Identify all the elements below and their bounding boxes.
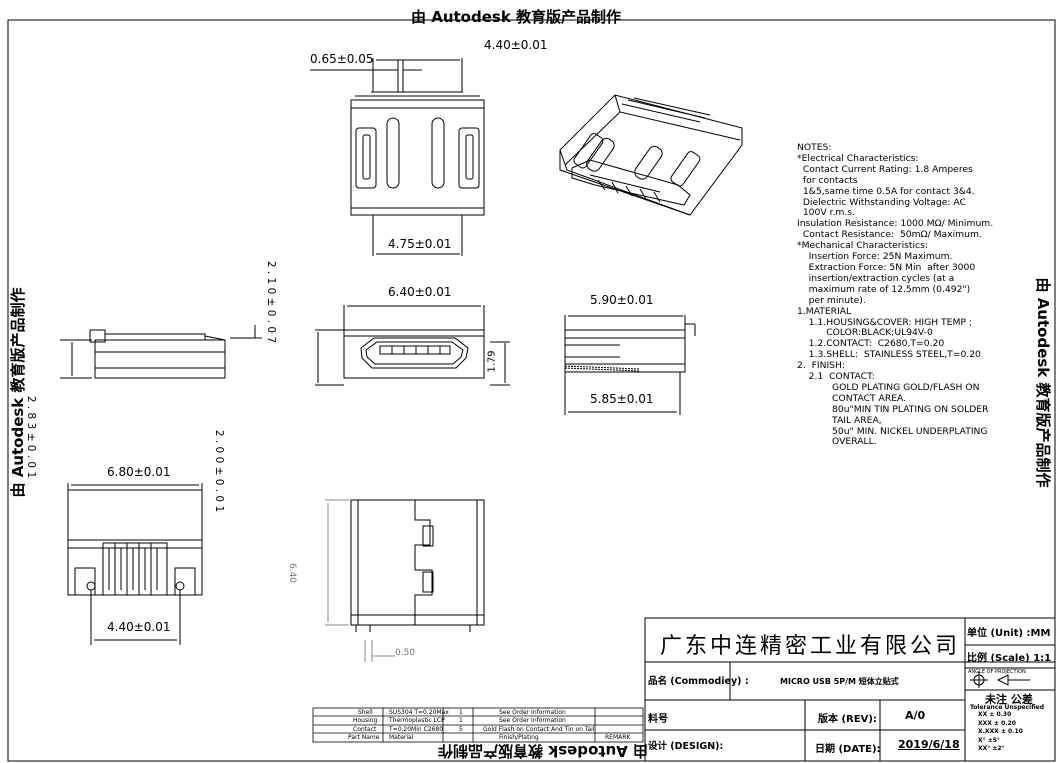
notes-line: GOLD PLATING GOLD/FLASH ON bbox=[797, 381, 980, 393]
dim-side-top: 5.90±0.01 bbox=[590, 293, 654, 307]
dim-bottom-width: 6.80±0.01 bbox=[107, 465, 171, 479]
company-name: 广东中连精密工业有限公司 bbox=[660, 634, 961, 659]
table-cell: Part Name bbox=[348, 734, 380, 741]
notes-line: Contact Current Rating: 1.8 Amperes bbox=[797, 163, 973, 175]
notes-line: CONTACT AREA. bbox=[797, 392, 907, 404]
sheet-border bbox=[7, 19, 1056, 762]
table-cell: See Order Information bbox=[499, 717, 566, 724]
dim-top-width: 4.40±0.01 bbox=[484, 38, 548, 52]
table-cell: Thermoplastic LCP bbox=[389, 717, 445, 724]
notes-line: 2.1 CONTACT: bbox=[797, 371, 875, 383]
front-view bbox=[315, 305, 510, 386]
scale-label: 比例 (Scale) 1:1 bbox=[967, 653, 1052, 664]
notes-line: 1.3.SHELL: STAINLESS STEEL,T=0.20 bbox=[797, 349, 981, 361]
notes-line: COLOR:BLACK;UL94V-0 bbox=[797, 327, 933, 339]
notes-line: OVERALL. bbox=[797, 436, 877, 448]
notes-line: 50u" MIN. NICKEL UNDERPLATING bbox=[797, 425, 988, 437]
version-value: A/0 bbox=[905, 709, 926, 722]
part-number-label: 料号 bbox=[648, 714, 668, 725]
notes-line: *Electrical Characteristics: bbox=[797, 152, 919, 164]
tolerance-row: XXX ± 0.20 bbox=[978, 719, 1016, 727]
table-cell: Gold Flash on Contact And Tin on Tail bbox=[483, 726, 595, 733]
notes-line: Dielectric Withstanding Voltage: AC bbox=[797, 196, 966, 208]
unit-label: 单位 (Unit) :MM bbox=[967, 628, 1051, 639]
dim-right-view-bottom: 0.50 bbox=[395, 648, 416, 658]
notes-line: 2. FINISH: bbox=[797, 360, 846, 372]
watermark-bottom: 由 Autodesk 教育版产品制作 bbox=[438, 742, 649, 760]
tolerance-row: X° ±5° bbox=[978, 736, 1000, 744]
notes-line: 1.2.CONTACT: C2680,T=0.20 bbox=[797, 338, 945, 350]
table-cell: See Order Information bbox=[499, 709, 566, 716]
tolerance-sub: Tolerance Unspecified bbox=[970, 704, 1045, 711]
left-view bbox=[60, 325, 262, 379]
notes-line: *Mechanical Characteristics: bbox=[797, 240, 928, 252]
tolerance-row: XX ± 0.30 bbox=[978, 711, 1012, 718]
table-cell: Material bbox=[389, 734, 414, 741]
side-view bbox=[564, 315, 696, 415]
dim-side-bottom: 5.85±0.01 bbox=[590, 392, 654, 406]
dim-bottom-mid-vertical: 2 . 0 0 ± 0 . 0 1 bbox=[213, 429, 226, 513]
dim-front-height: 1.79 bbox=[486, 350, 498, 373]
notes-block: NOTES:*Electrical Characteristics: Conta… bbox=[797, 142, 1015, 448]
dim-bottom-pins: 4.40±0.01 bbox=[107, 620, 171, 634]
date-label: 日期 (DATE): bbox=[815, 744, 881, 755]
tolerance-row: X.XXX ± 0.10 bbox=[978, 728, 1023, 735]
notes-line: 1.MATERIAL bbox=[797, 305, 852, 317]
table-cell: Housing bbox=[353, 717, 378, 724]
notes-line: 80u"MIN TIN PLATING ON SOLDER bbox=[797, 403, 989, 415]
bottom-view bbox=[67, 483, 203, 645]
dim-front-width: 6.40±0.01 bbox=[388, 285, 452, 299]
tolerance-row: XX° ±2° bbox=[978, 745, 1005, 752]
top-view bbox=[310, 58, 485, 256]
table-cell: 5 bbox=[459, 726, 463, 733]
tolerance-rows: XX ± 0.30 XXX ± 0.20 X.XXX ± 0.10 X° ±5°… bbox=[978, 711, 1023, 754]
notes-line: TAIL AREA, bbox=[797, 414, 882, 426]
table-cell: Finish/Plating bbox=[499, 734, 539, 741]
projection-label: ANGLE OF PROJECTION bbox=[968, 669, 1026, 675]
notes-line: 1&5,same time 0.5A for contact 3&4. bbox=[797, 185, 975, 197]
dim-right-view-height: 6.40 bbox=[287, 562, 298, 584]
table-cell: Shell bbox=[358, 709, 373, 716]
parts-table-frame bbox=[312, 707, 644, 743]
table-cell: 1 bbox=[459, 717, 463, 724]
table-cell: Contact bbox=[353, 726, 377, 733]
right-elevation-view bbox=[325, 499, 485, 662]
date-value: 2019/6/18 bbox=[898, 738, 960, 751]
dim-top-pitch: 0.65±0.05 bbox=[310, 52, 374, 66]
commodity-value: MICRO USB 5P/M 短体立贴式 bbox=[780, 677, 899, 686]
tolerance-title: 未注 公差 bbox=[985, 693, 1033, 706]
notes-line: 1.1.HOUSING&COVER: HIGH TEMP ; bbox=[797, 316, 972, 328]
watermark-right: 由 Autodesk 教育版产品制作 bbox=[1034, 277, 1052, 488]
notes-line: per minute). bbox=[797, 294, 866, 306]
notes-line: maximum rate of 12.5mm (0.492") bbox=[797, 283, 971, 295]
notes-line: insertion/extraction cycles (at a bbox=[797, 272, 955, 284]
table-cell: SUS304 T=0.20Max bbox=[389, 709, 449, 716]
notes-line: Insertion Force: 25N Maximum. bbox=[797, 251, 953, 263]
watermark-top: 由 Autodesk 教育版产品制作 bbox=[411, 8, 622, 26]
dim-front-left-vertical: 2 . 1 0 ± 0 . 0 7 bbox=[265, 260, 278, 344]
notes-line: Contact Resistance: 50mΩ/ Maximum. bbox=[797, 229, 982, 241]
notes-line: NOTES: bbox=[797, 142, 832, 153]
notes-line: Insulation Resistance: 1000 MΩ/ Minimum. bbox=[797, 218, 994, 230]
dim-top-inner: 4.75±0.01 bbox=[388, 237, 452, 251]
table-remark: REMARK bbox=[605, 734, 631, 741]
table-cell: T=0.20Min C2680 bbox=[389, 726, 444, 733]
title-block-frame bbox=[644, 617, 1056, 762]
dim-left-vertical: 2 . 8 3 ± 0 . 0 1 bbox=[25, 395, 38, 479]
table-cell: 1 bbox=[459, 709, 463, 716]
isometric-view bbox=[559, 94, 743, 216]
commodity-label: 品名 (Commodiey) : bbox=[648, 676, 749, 687]
notes-line: Extraction Force: 5N Min after 3000 bbox=[797, 261, 976, 273]
notes-line: for contacts bbox=[797, 174, 858, 186]
version-label: 版本 (REV): bbox=[818, 714, 877, 725]
notes-line: 100V r.m.s. bbox=[797, 207, 856, 219]
design-label: 设计 (DESIGN): bbox=[648, 741, 724, 752]
